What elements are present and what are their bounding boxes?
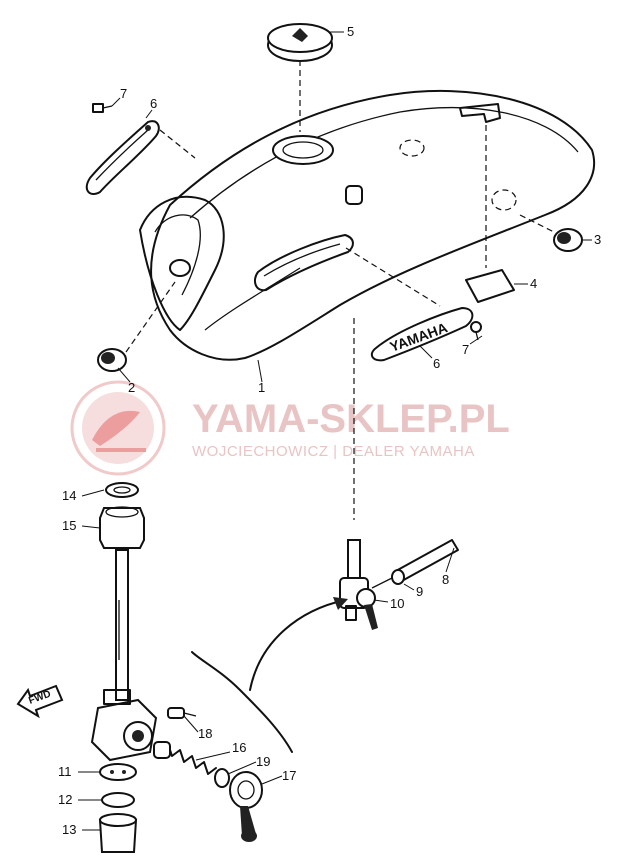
fuel-pipe	[371, 539, 459, 589]
detail-arrow	[191, 597, 348, 753]
fuel-tank	[139, 89, 596, 361]
part-label-14: 14	[62, 488, 76, 503]
part-label-2: 2	[128, 380, 135, 395]
tank-plate-left	[85, 120, 196, 196]
part-label-10: 10	[390, 596, 404, 611]
part-label-8: 8	[442, 572, 449, 587]
part-label-19: 19	[256, 754, 270, 769]
part-label-12: 12	[58, 792, 72, 807]
part-label-6-lower: 6	[433, 356, 440, 371]
part-labels: 5 7 6 3 4 7 6 2 1 8 9 10 14 15 18 16 19 …	[58, 24, 601, 837]
part-label-15: 15	[62, 518, 76, 533]
part-label-16: 16	[232, 740, 246, 755]
filler-cap	[267, 23, 333, 132]
yamaha-emblem: YAMAHA	[345, 247, 474, 362]
part-label-5: 5	[347, 24, 354, 39]
part-label-1: 1	[258, 380, 265, 395]
leader-lines	[78, 31, 592, 831]
watermark: YAMA-SKLEP.PL WOJCIECHOWICZ | DEALER YAM…	[70, 380, 510, 476]
watermark-title: YAMA-SKLEP.PL	[192, 397, 510, 441]
part-label-7-upper: 7	[120, 86, 127, 101]
part-label-7-lower: 7	[462, 342, 469, 357]
part-label-4: 4	[530, 276, 537, 291]
part-label-17: 17	[282, 768, 296, 783]
tank-damper-rear	[519, 214, 583, 252]
screw-upper	[92, 103, 113, 113]
part-label-18: 18	[198, 726, 212, 741]
part-label-9: 9	[416, 584, 423, 599]
rubber-block	[465, 125, 515, 303]
fuel-cock-small	[339, 539, 378, 630]
part-label-11: 11	[58, 764, 72, 779]
fuel-cock-detail	[90, 482, 263, 853]
tank-damper-front	[97, 281, 176, 372]
watermark-subtitle: WOJCIECHOWICZ | DEALER YAMAHA	[192, 443, 475, 460]
part-label-3: 3	[594, 232, 601, 247]
part-label-13: 13	[62, 822, 76, 837]
fwd-arrow-icon: FWD	[16, 684, 64, 719]
part-label-6-upper: 6	[150, 96, 157, 111]
dealer-logo-icon	[70, 380, 166, 476]
